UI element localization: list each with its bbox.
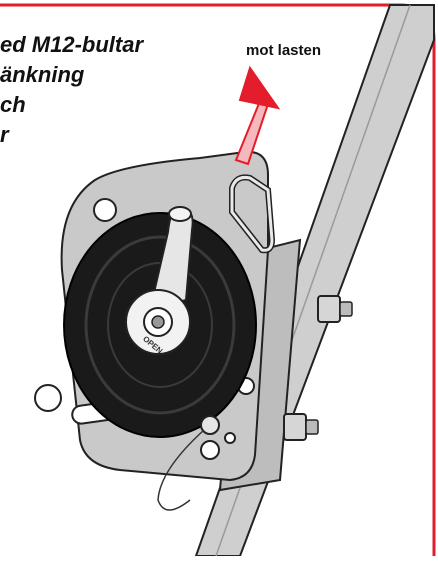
caption-line: änkning bbox=[0, 62, 85, 87]
load-direction-arrow bbox=[234, 65, 281, 166]
caption-text: ed M12-bultar änkning ch r bbox=[0, 30, 200, 150]
caption-line: r bbox=[0, 122, 9, 147]
strap-loop bbox=[229, 174, 276, 254]
release-handle: OPEN bbox=[125, 206, 194, 356]
caption-line: ch bbox=[0, 92, 26, 117]
locking-pin bbox=[157, 415, 236, 511]
load-direction-label: mot lasten bbox=[246, 42, 322, 59]
bolt-upper bbox=[317, 295, 353, 323]
bolt-lower bbox=[283, 413, 319, 441]
caption-line: ed M12-bultar bbox=[0, 32, 144, 57]
